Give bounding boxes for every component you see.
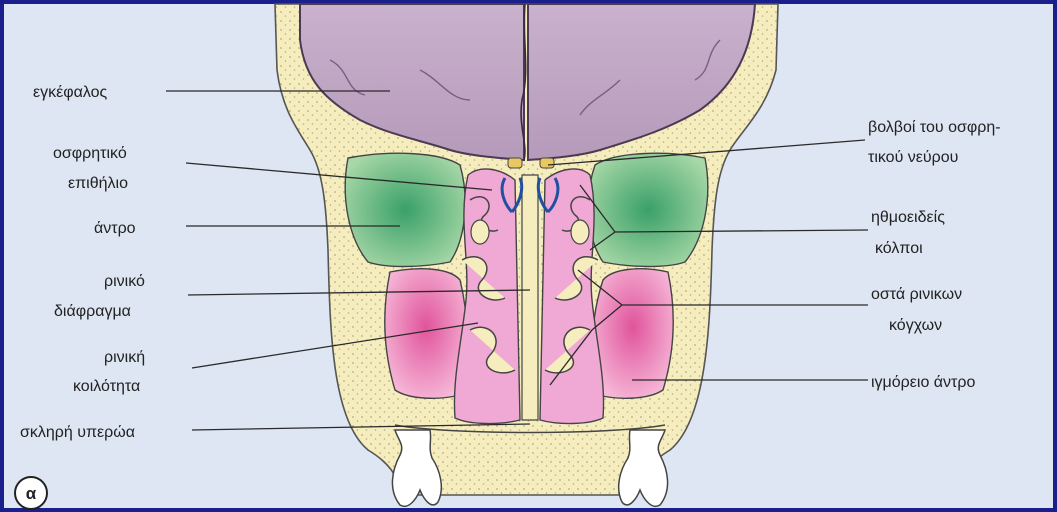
label-olfactory-bulbs-2: τικού νεύρου bbox=[868, 149, 958, 166]
label-septum-2: διάφραγμα bbox=[54, 303, 131, 320]
label-olfactory-epithelium-1: οσφρητικό bbox=[53, 145, 127, 162]
antrum-left bbox=[345, 153, 465, 266]
olfactory-bulb-left bbox=[508, 158, 522, 168]
label-conchae-2: κόγχων bbox=[889, 317, 942, 334]
maxillary-sinus-right bbox=[593, 269, 674, 399]
label-conchae-1: οστά ρινικων bbox=[871, 286, 962, 303]
label-nasal-cavity-2: κοιλότητα bbox=[73, 378, 140, 395]
label-olfactory-bulbs-1: βολβοί του οσφρη- bbox=[868, 119, 1001, 136]
label-ethmoid-sinuses-2: κόλποι bbox=[875, 240, 923, 257]
olfactory-bulb-right bbox=[540, 158, 554, 168]
figure-badge-letter: α bbox=[26, 484, 37, 503]
label-olfactory-epithelium-2: επιθήλιο bbox=[68, 175, 128, 192]
label-septum-1: ρινικό bbox=[104, 273, 145, 290]
label-nasal-cavity-1: ρινική bbox=[104, 349, 145, 366]
maxillary-sinus-left bbox=[385, 269, 467, 399]
label-hard-palate: σκληρή υπερώα bbox=[20, 424, 135, 441]
nasal-septum bbox=[522, 175, 538, 420]
label-brain: εγκέφαλος bbox=[33, 84, 108, 101]
label-ethmoid-sinuses-1: ηθμοειδείς bbox=[871, 209, 945, 226]
label-maxillary-sinus: ιγμόρειο άντρο bbox=[871, 374, 975, 391]
antrum-right bbox=[588, 153, 707, 266]
label-antrum: άντρο bbox=[94, 220, 136, 237]
